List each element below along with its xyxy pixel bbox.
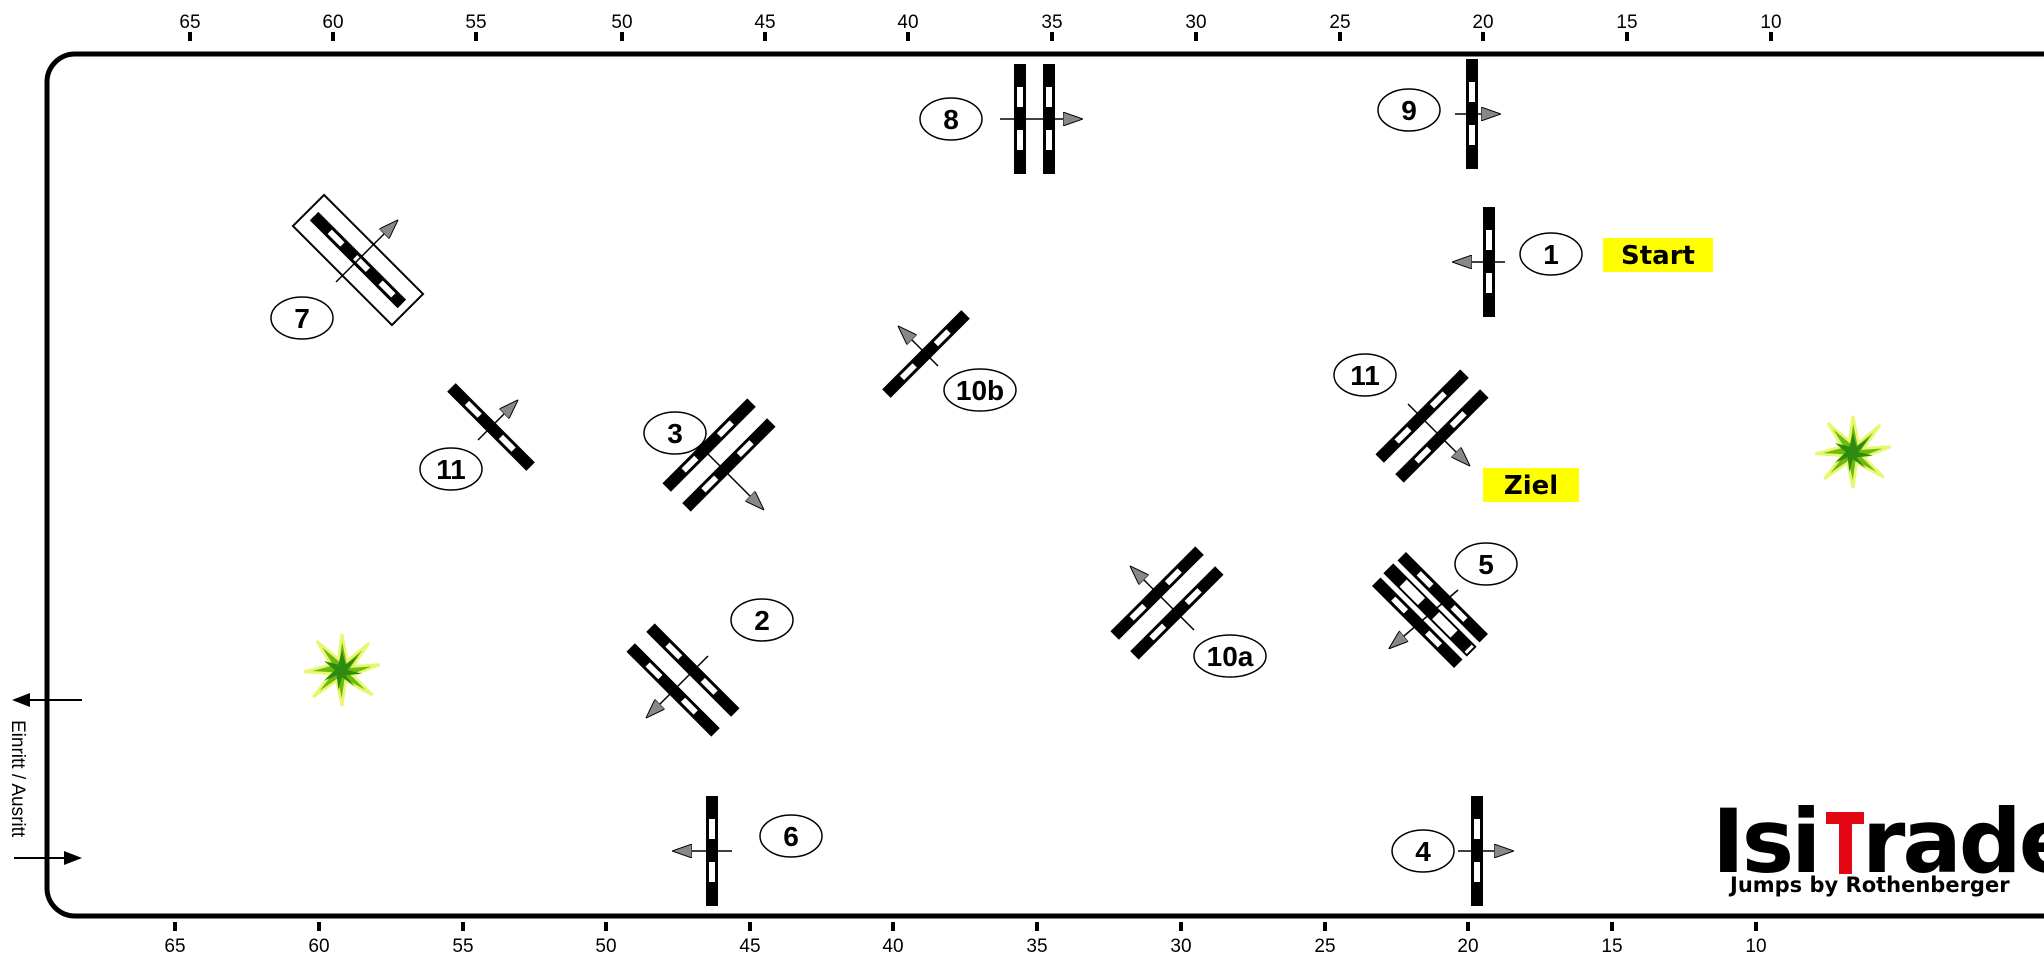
obstacle-2: 2 (626, 598, 794, 737)
obstacle-8: 8 (919, 64, 1083, 174)
ruler-bottom-label: 40 (882, 936, 903, 957)
ruler-bottom-label: 15 (1601, 936, 1622, 957)
ruler-top: 65 60 55 50 45 40 35 30 25 20 15 10 (179, 12, 1782, 41)
ruler-bottom-label: 20 (1457, 936, 1478, 957)
obstacle-number: 3 (667, 418, 683, 449)
obstacle-number: 1 (1543, 239, 1559, 270)
obstacle-5: 5 (1372, 542, 1518, 668)
ruler-bottom-label: 50 (595, 936, 616, 957)
ruler-bottom-label: 65 (164, 936, 185, 957)
ruler-top-label: 20 (1472, 12, 1493, 33)
plant-icon (302, 632, 382, 708)
obstacle-number: 2 (754, 605, 770, 636)
ruler-top-label: 30 (1185, 12, 1206, 33)
obstacle-10a: 10a (1110, 546, 1267, 678)
obstacle-number: 10b (956, 375, 1004, 406)
ruler-top-label: 65 (179, 12, 200, 33)
obstacle-11: 11 (419, 383, 535, 491)
ruler-bottom: 65 60 55 50 45 40 35 30 25 20 15 10 (164, 922, 1767, 957)
obstacle-4: 4 (1391, 796, 1514, 906)
entrance-label: Einritt / Ausritt (7, 720, 28, 838)
arena-border (44, 51, 2044, 919)
obstacle-number: 4 (1415, 836, 1431, 867)
ruler-bottom-label: 35 (1026, 936, 1047, 957)
ruler-top-label: 25 (1329, 12, 1350, 33)
start-text: Start (1621, 241, 1695, 271)
start-label: Start (1603, 238, 1713, 272)
obstacle-number: 11 (1350, 360, 1380, 391)
obstacle-number: 10a (1207, 641, 1254, 672)
ruler-top-label: 55 (465, 12, 486, 33)
obstacle-number: 8 (943, 104, 959, 135)
logo-name-part2: rade (1862, 790, 2044, 893)
ruler-top-label: 15 (1616, 12, 1637, 33)
finish-text: Ziel (1504, 471, 1558, 501)
ruler-top-label: 45 (754, 12, 775, 33)
obstacle-6: 6 (672, 796, 823, 906)
ruler-top-label: 40 (897, 12, 918, 33)
logo-tagline: Jumps by Rothenberger (1728, 873, 2010, 897)
ruler-top-label: 60 (322, 12, 343, 33)
isitrade-logo: Isi rade Jumps by Rothenberger (1712, 790, 2044, 897)
ruler-bottom-label: 60 (308, 936, 329, 957)
obstacle-10b: 10b (882, 310, 1017, 412)
obstacle-9: 9 (1377, 59, 1501, 169)
ruler-top-label: 35 (1041, 12, 1062, 33)
ruler-bottom-label: 45 (739, 936, 760, 957)
obstacle-number: 6 (783, 821, 799, 852)
obstacle-number: 7 (294, 303, 310, 334)
ruler-top-label: 10 (1760, 12, 1781, 33)
ruler-bottom-label: 10 (1745, 936, 1766, 957)
obstacle-number: 11 (436, 454, 466, 485)
obstacle-1: 1 (1452, 207, 1583, 317)
logo-name-part1: Isi (1712, 790, 1818, 893)
ruler-bottom-label: 30 (1170, 936, 1191, 957)
entrance-exit: Einritt / Ausritt (7, 693, 82, 865)
obstacle-7: 7 (270, 193, 425, 340)
obstacle-12: 11 (1333, 353, 1489, 483)
obstacle-number: 9 (1401, 95, 1417, 126)
ruler-bottom-label: 55 (452, 936, 473, 957)
ruler-bottom-label: 25 (1314, 936, 1335, 957)
obstacle-3: 3 (643, 398, 776, 516)
finish-label: Ziel (1483, 468, 1579, 502)
ruler-top-label: 50 (611, 12, 632, 33)
obstacle-number: 5 (1478, 549, 1494, 580)
plant-icon (1813, 414, 1893, 490)
